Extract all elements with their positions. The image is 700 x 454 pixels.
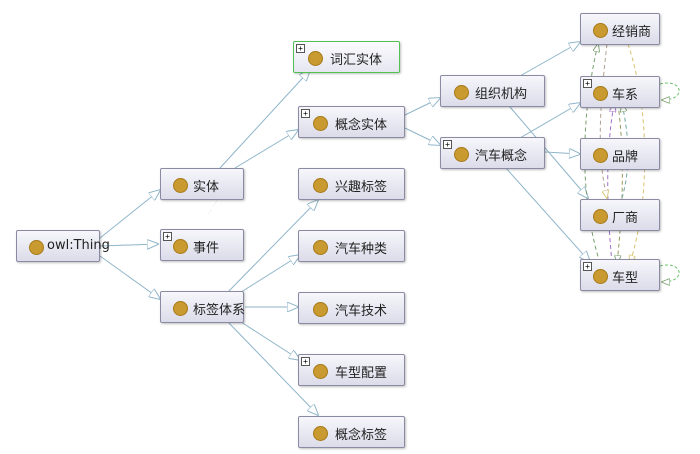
- node-series[interactable]: + 车系: [580, 76, 660, 108]
- node-label: 车型: [612, 271, 639, 286]
- node-lexical-entity[interactable]: + 词汇实体: [293, 41, 400, 73]
- node-owl-thing[interactable]: owl:Thing: [16, 230, 110, 262]
- class-dot-icon: [593, 23, 608, 38]
- class-dot-icon: [313, 178, 328, 193]
- node-label: 汽车概念: [475, 149, 528, 164]
- node-label: 厂商: [612, 211, 639, 226]
- edge-tag-interest: [227, 200, 318, 293]
- edge-tag-cartype: [237, 255, 300, 295]
- node-label: 事件: [193, 241, 220, 256]
- class-dot-icon: [593, 86, 608, 101]
- class-dot-icon: [593, 209, 608, 224]
- node-model[interactable]: + 车型: [580, 259, 660, 291]
- node-interest-tag[interactable]: 兴趣标签: [298, 168, 405, 200]
- node-tag-system[interactable]: 标签体系: [160, 291, 246, 323]
- node-label: 组织机构: [475, 87, 528, 102]
- class-dot-icon: [593, 269, 608, 284]
- expand-plus-icon[interactable]: +: [583, 262, 592, 271]
- edge-carconcept-brand: [544, 152, 580, 154]
- node-label: 车型配置: [335, 366, 388, 381]
- node-dealer[interactable]: 经销商: [580, 13, 660, 45]
- node-label: 标签体系: [193, 303, 246, 318]
- node-car-type[interactable]: 汽车种类: [298, 230, 405, 262]
- edge-tag-concepttag: [227, 321, 318, 415]
- edge-tag-modelconfig: [237, 319, 300, 360]
- node-car-tech[interactable]: 汽车技术: [298, 292, 405, 324]
- class-dot-icon: [593, 148, 608, 163]
- edge-concept-org: [404, 98, 440, 116]
- node-entity[interactable]: 实体: [160, 168, 244, 200]
- node-label: 实体: [193, 180, 220, 195]
- edge-entity-concept: [234, 130, 298, 169]
- edge-entity-lexical: [219, 70, 310, 169]
- node-label: owl:Thing: [47, 238, 110, 253]
- class-dot-icon: [173, 178, 188, 193]
- expand-plus-icon[interactable]: +: [583, 79, 592, 88]
- node-concept-entity[interactable]: + 概念实体: [298, 106, 405, 138]
- node-event[interactable]: + 事件: [160, 229, 244, 261]
- class-dot-icon: [313, 116, 328, 131]
- self-loop-model: [659, 264, 680, 282]
- edge-thing-event: [99, 244, 158, 246]
- class-dot-icon: [173, 301, 188, 316]
- relation-edge-purple: [607, 104, 614, 264]
- expand-plus-icon[interactable]: +: [296, 44, 305, 53]
- class-dot-icon: [29, 240, 44, 255]
- node-label: 概念标签: [335, 428, 388, 443]
- edge-concept-carconcept: [404, 127, 440, 145]
- class-dot-icon: [454, 85, 469, 100]
- node-concept-tag[interactable]: 概念标签: [298, 416, 405, 448]
- node-label: 概念实体: [335, 118, 388, 133]
- node-manufacturer[interactable]: 厂商: [580, 199, 660, 231]
- self-loop-series: [659, 82, 680, 100]
- node-label: 词汇实体: [330, 53, 383, 68]
- node-label: 汽车种类: [335, 242, 388, 257]
- class-dot-icon: [313, 240, 328, 255]
- node-brand[interactable]: 品牌: [580, 138, 660, 170]
- class-dot-icon: [173, 239, 188, 254]
- expand-plus-icon[interactable]: +: [163, 232, 172, 241]
- edge-carconcept-series: [519, 103, 580, 139]
- class-dot-icon: [313, 364, 328, 379]
- expand-plus-icon[interactable]: +: [301, 357, 310, 366]
- edge-thing-tagsystem: [99, 255, 160, 299]
- node-car-concept[interactable]: + 汽车概念: [440, 137, 545, 169]
- class-dot-icon: [313, 426, 328, 441]
- edge-org-dealer: [519, 42, 580, 77]
- class-dot-icon: [454, 147, 469, 162]
- node-label: 品牌: [612, 150, 639, 165]
- node-label: 兴趣标签: [335, 180, 388, 195]
- class-dot-icon: [313, 302, 328, 317]
- node-label: 车系: [612, 88, 639, 103]
- edge-thing-entity: [99, 190, 160, 239]
- node-organization[interactable]: 组织机构: [440, 75, 545, 107]
- relation-edge-olive: [617, 103, 623, 263]
- edge-carconcept-model: [504, 166, 590, 262]
- relation-edge-gray: [599, 43, 607, 198]
- node-label: 经销商: [612, 25, 652, 40]
- expand-plus-icon[interactable]: +: [301, 109, 310, 118]
- node-label: 汽车技术: [335, 304, 388, 319]
- expand-plus-icon[interactable]: +: [443, 140, 452, 149]
- node-model-config[interactable]: + 车型配置: [298, 354, 405, 386]
- class-dot-icon: [308, 51, 323, 66]
